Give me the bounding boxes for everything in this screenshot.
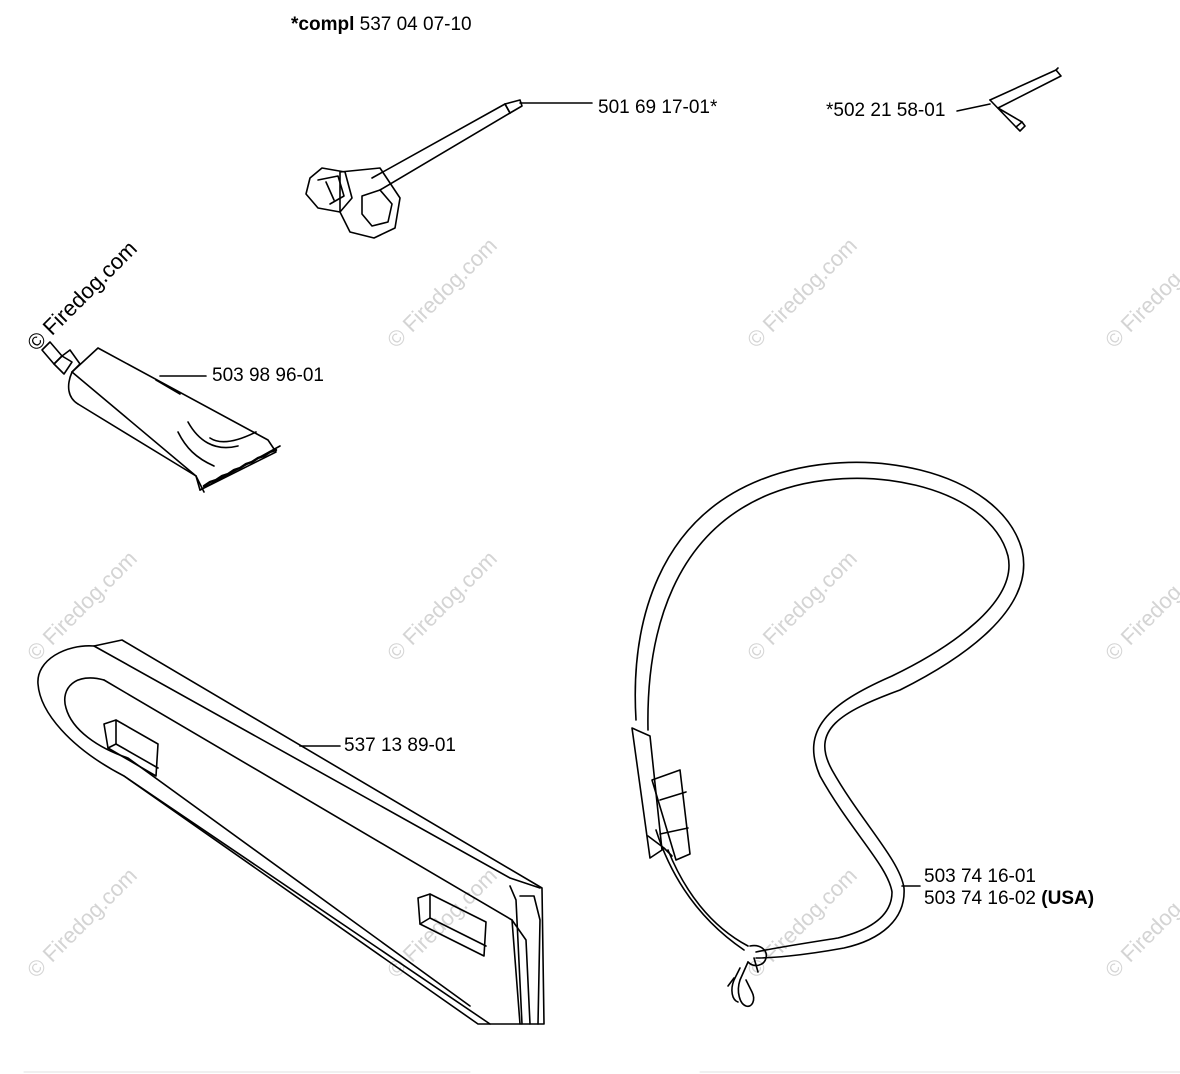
harness-strap-icon	[631, 461, 1025, 1008]
hex-key-icon	[989, 67, 1062, 132]
bar-cover-part-number: 537 13 89-01	[344, 735, 456, 756]
kit-number: 537 04 07-10	[359, 14, 472, 35]
harness-part-number-1: 503 74 16-01	[924, 866, 1036, 887]
grease-tube-icon	[41, 341, 281, 493]
wrench-part-number: 501 69 17-01*	[598, 97, 718, 118]
combination-wrench-icon	[305, 99, 523, 239]
bar-cover-icon	[37, 639, 545, 1025]
kit-prefix: *compl	[291, 14, 355, 35]
hex-key-part-number: *502 21 58-01	[826, 100, 946, 121]
leader-line	[956, 103, 991, 112]
grease-tube-part-number: 503 98 96-01	[212, 365, 324, 386]
harness-part-number-2-label: 503 74 16-02 (USA)	[924, 889, 1094, 909]
harness-region-suffix: (USA)	[1041, 888, 1095, 909]
harness-part-number-2: 503 74 16-02	[924, 888, 1036, 909]
kit-number-label: *compl 537 04 07-10	[291, 15, 472, 35]
